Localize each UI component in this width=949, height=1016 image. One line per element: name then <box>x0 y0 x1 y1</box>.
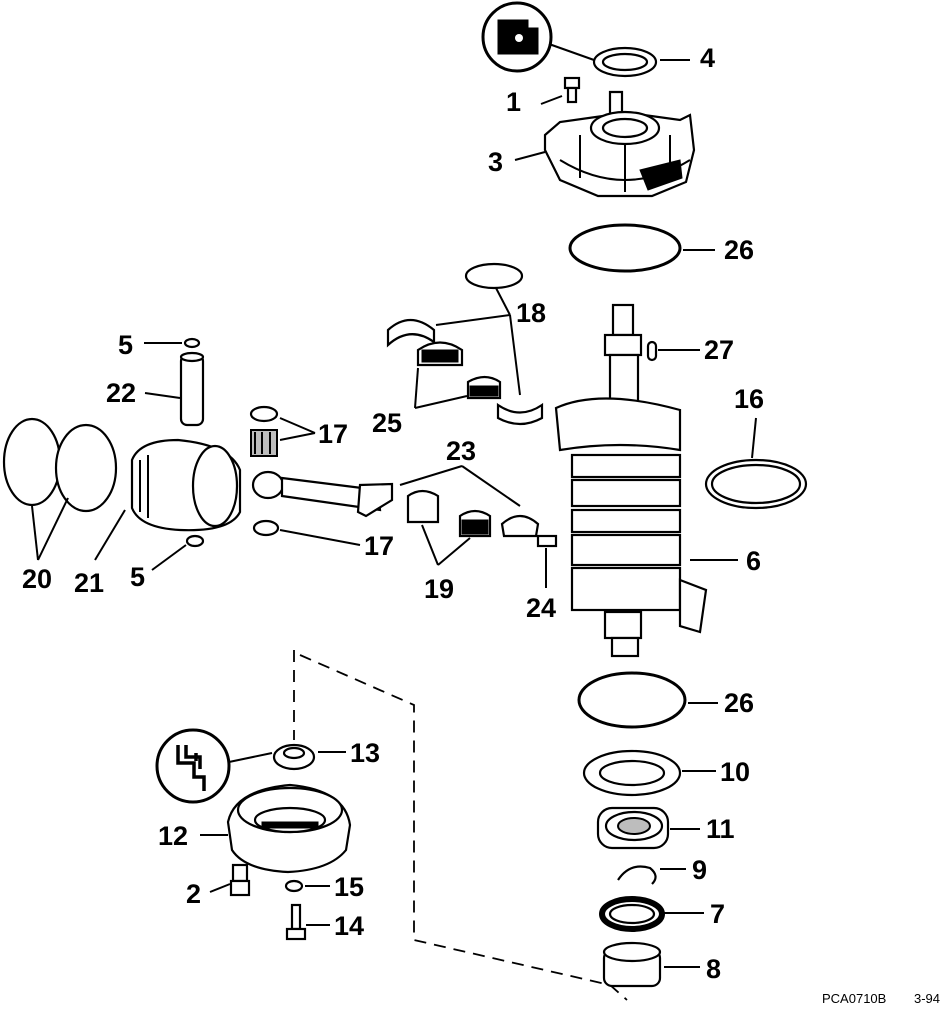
callout-7: 7 <box>710 899 725 929</box>
callout-14: 14 <box>334 911 364 941</box>
callout-24: 24 <box>526 593 556 623</box>
callout-27: 27 <box>704 335 734 365</box>
callout-26-top: 26 <box>724 235 754 265</box>
callout-6: 6 <box>746 546 761 576</box>
part-23-rod-cap <box>399 465 540 538</box>
callout-16: 16 <box>734 384 764 414</box>
part-19-rod-bearings <box>406 489 492 566</box>
sealant-tube-icon <box>481 1 595 73</box>
callout-13: 13 <box>350 738 380 768</box>
part-3-upper-bearing-housing <box>514 90 696 198</box>
part-26-lower-o-ring <box>577 671 718 729</box>
connecting-rod <box>251 470 394 518</box>
callout-9: 9 <box>692 855 707 885</box>
part-22-piston-pin <box>144 337 205 571</box>
part-27-key <box>646 340 700 362</box>
callout-1: 1 <box>506 87 521 117</box>
callout-23: 23 <box>446 436 476 466</box>
part-24-screw <box>536 534 558 588</box>
part-12-lower-bearing-housing <box>200 783 352 874</box>
callout-2: 2 <box>186 879 201 909</box>
part-15-washer <box>284 879 330 893</box>
part-20-piston-rings <box>2 417 118 561</box>
callout-5-top: 5 <box>118 330 133 360</box>
part-4-seal <box>592 46 690 78</box>
part-7-seal <box>599 896 704 932</box>
callout-25: 25 <box>372 408 402 438</box>
part-17-needle-bearing <box>249 405 361 546</box>
callout-10: 10 <box>720 757 750 787</box>
callout-22: 22 <box>106 378 136 408</box>
sealant-tube-icon <box>155 728 273 804</box>
part-18-bearing-retainer <box>386 262 544 426</box>
part-21-piston <box>94 438 242 561</box>
callout-18: 18 <box>516 298 546 328</box>
callout-5-bottom: 5 <box>130 562 145 592</box>
callout-11: 11 <box>706 814 735 844</box>
part-6-crankshaft <box>554 303 738 658</box>
callout-4: 4 <box>700 43 715 73</box>
part-10-plate <box>582 749 716 797</box>
callout-17-top: 17 <box>318 419 348 449</box>
callout-12: 12 <box>158 821 188 851</box>
callout-3: 3 <box>488 147 503 177</box>
drawing-code: PCA0710B <box>822 991 886 1006</box>
part-13-seal <box>272 743 346 771</box>
callout-8: 8 <box>706 954 721 984</box>
part-26-upper-o-ring <box>568 223 715 273</box>
part-1-screw <box>540 76 581 105</box>
part-25-bearing-cages <box>414 341 502 409</box>
callout-15: 15 <box>334 872 364 902</box>
date-code: 3-94 <box>914 991 940 1006</box>
callout-19: 19 <box>424 574 454 604</box>
callout-26-bottom: 26 <box>724 688 754 718</box>
assembly-dashed-line <box>293 650 628 1001</box>
part-2-screw <box>209 863 251 897</box>
part-11-ball-bearing <box>596 806 700 850</box>
part-9-retaining-ring <box>617 865 686 885</box>
callout-21: 21 <box>74 568 104 598</box>
part-16-ring <box>704 417 808 510</box>
part-8-sleeve <box>602 941 700 988</box>
callout-17-bottom: 17 <box>364 531 394 561</box>
part-14-screw <box>285 903 330 941</box>
callout-20: 20 <box>22 564 52 594</box>
